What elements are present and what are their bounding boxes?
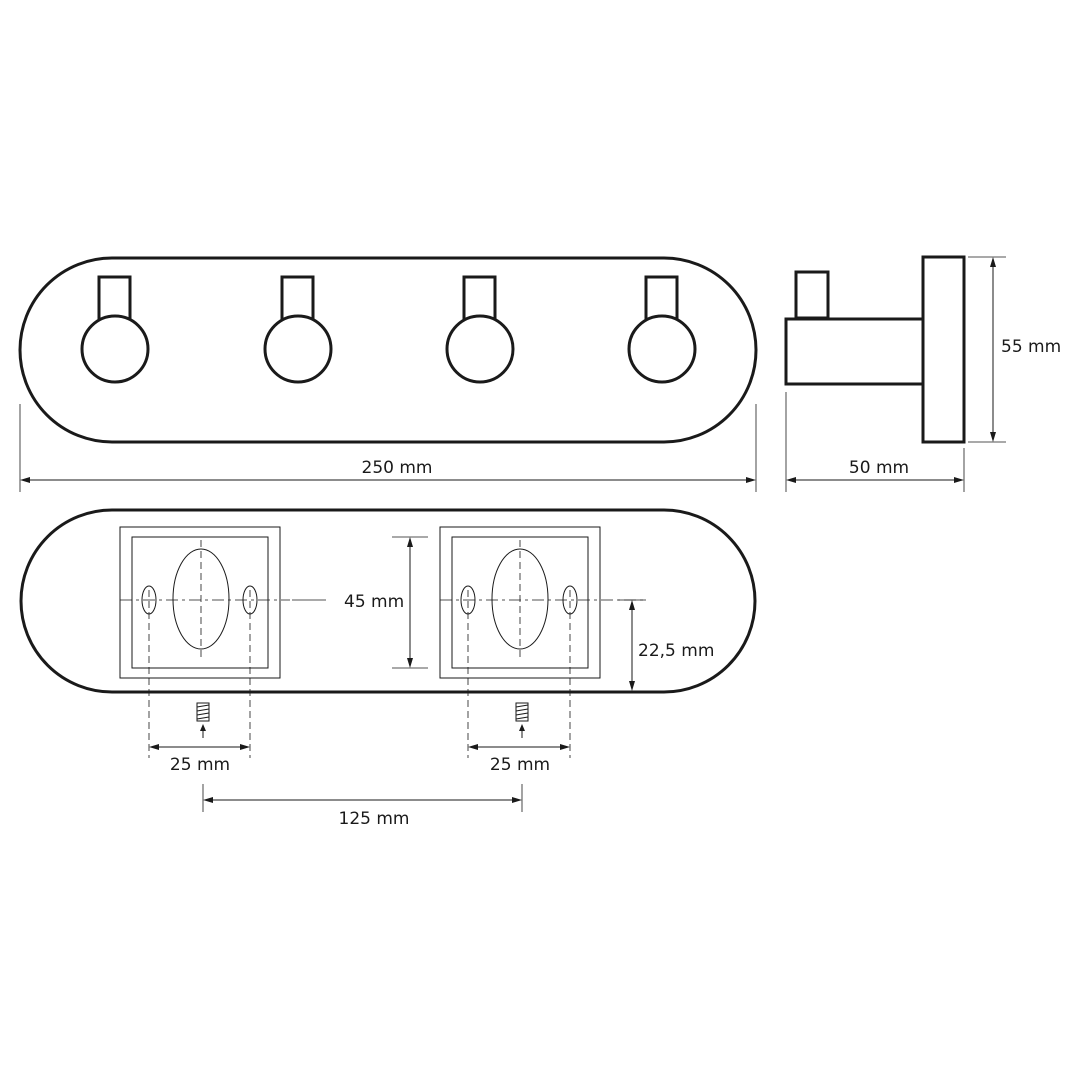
dimension-center-offset: 22,5 mm xyxy=(618,599,714,691)
dimension-total-length: 250 mm xyxy=(19,404,757,492)
side-hook-arm xyxy=(784,317,925,386)
dimension-hole-spacing-left: 25 mm xyxy=(149,744,250,775)
side-hook-tip xyxy=(794,270,830,320)
dimension-hole-spacing-right: 25 mm xyxy=(468,744,570,775)
dimension-label-250: 250 mm xyxy=(362,458,433,478)
back-view xyxy=(19,508,757,758)
set-screw-icon-left xyxy=(196,702,210,738)
hook-1 xyxy=(80,275,150,384)
side-view xyxy=(784,255,966,444)
hook-4 xyxy=(627,275,697,384)
set-screw-icon-right xyxy=(515,702,529,738)
dimension-depth: 50 mm xyxy=(785,392,965,492)
dimension-label-25-left: 25 mm xyxy=(170,755,230,775)
mounting-bracket-left xyxy=(119,526,281,758)
dimension-label-125: 125 mm xyxy=(339,809,410,829)
back-plate-outline xyxy=(19,508,757,694)
front-plate-outline xyxy=(18,256,758,444)
dimension-bracket-spacing: 125 mm xyxy=(202,784,523,829)
hook-3 xyxy=(445,275,515,384)
dimension-label-55: 55 mm xyxy=(1001,337,1061,357)
front-view xyxy=(18,256,758,444)
dimension-label-45: 45 mm xyxy=(344,592,404,612)
dimension-bracket-height: 45 mm xyxy=(344,536,428,669)
side-wall-plate xyxy=(921,255,966,444)
hook-2 xyxy=(263,275,333,384)
dimension-height: 55 mm xyxy=(968,256,1061,443)
dimension-label-50: 50 mm xyxy=(849,458,909,478)
dimension-label-25-right: 25 mm xyxy=(490,755,550,775)
mounting-bracket-right xyxy=(439,526,601,758)
dimension-label-22-5: 22,5 mm xyxy=(638,641,714,661)
